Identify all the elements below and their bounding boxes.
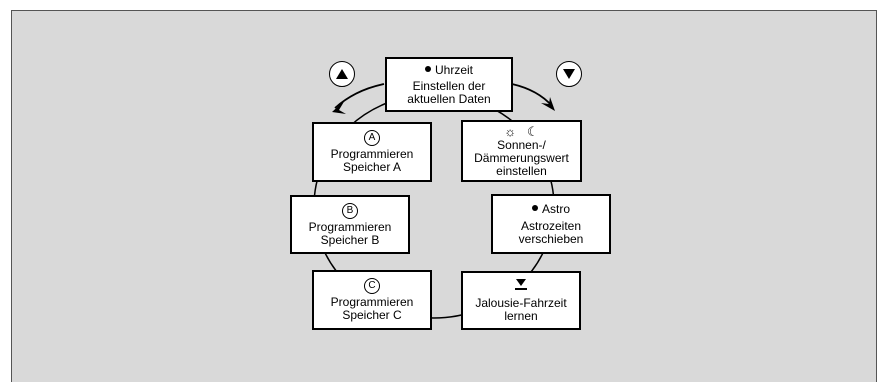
node-program-a-line2: Speicher A [342,160,402,174]
node-astro-header-text: Astro [541,201,570,216]
node-program-a[interactable]: A Programmieren Speicher A [312,122,432,182]
node-astro-line1: Astrozeiten [520,218,582,233]
node-sun-line2: Dämmerungswert [474,150,569,165]
dot-icon [424,66,431,73]
node-program-c-line2: Speicher C [342,308,402,322]
memory-b-badge-icon: B [342,202,358,219]
node-astro-line2: verschieben [518,231,584,246]
node-clock-header-text: Uhrzeit [434,62,473,77]
node-program-a-line1: Programmieren [330,147,414,161]
node-astro[interactable]: Astro Astrozeiten verschieben [491,194,611,254]
arrow-right-head [541,97,555,111]
node-clock-line1: Einstellen der [412,78,486,93]
arrow-left-head [332,100,346,114]
arrow-left-curve [334,83,385,109]
down-triangle-icon[interactable] [556,61,582,87]
node-program-b-line2: Speicher B [320,232,380,247]
node-program-c-line1: Programmieren [330,295,414,309]
node-program-b-line1: Programmieren [308,219,392,234]
node-clock[interactable]: Uhrzeit Einstellen der aktuellen Daten [385,57,513,112]
node-blind-line1: Jalousie-Fahrzeit [475,296,567,310]
arrow-right-curve [511,83,553,107]
node-program-c[interactable]: C Programmieren Speicher C [312,270,432,330]
node-blind-travel-time[interactable]: Jalousie-Fahrzeit lernen [461,271,581,330]
node-program-b[interactable]: B Programmieren Speicher B [290,195,410,254]
memory-a-badge-icon: A [364,130,380,146]
dot-icon [531,205,538,212]
node-clock-line2: aktuellen Daten [407,91,491,106]
sun-moon-icon: ☼ ☾ [504,123,539,139]
node-blind-line2: lernen [504,309,538,323]
node-sun-twilight[interactable]: ☼ ☾ Sonnen-/ Dämmerungswert einstellen [461,120,582,182]
node-astro-header: Astro [531,201,570,216]
node-clock-header: Uhrzeit [424,62,473,77]
up-triangle-icon[interactable] [329,61,355,87]
node-sun-line1: Sonnen-/ [497,137,546,152]
node-sun-line3: einstellen [496,163,547,178]
memory-c-badge-icon: C [364,278,380,294]
blind-travel-icon [514,278,528,294]
